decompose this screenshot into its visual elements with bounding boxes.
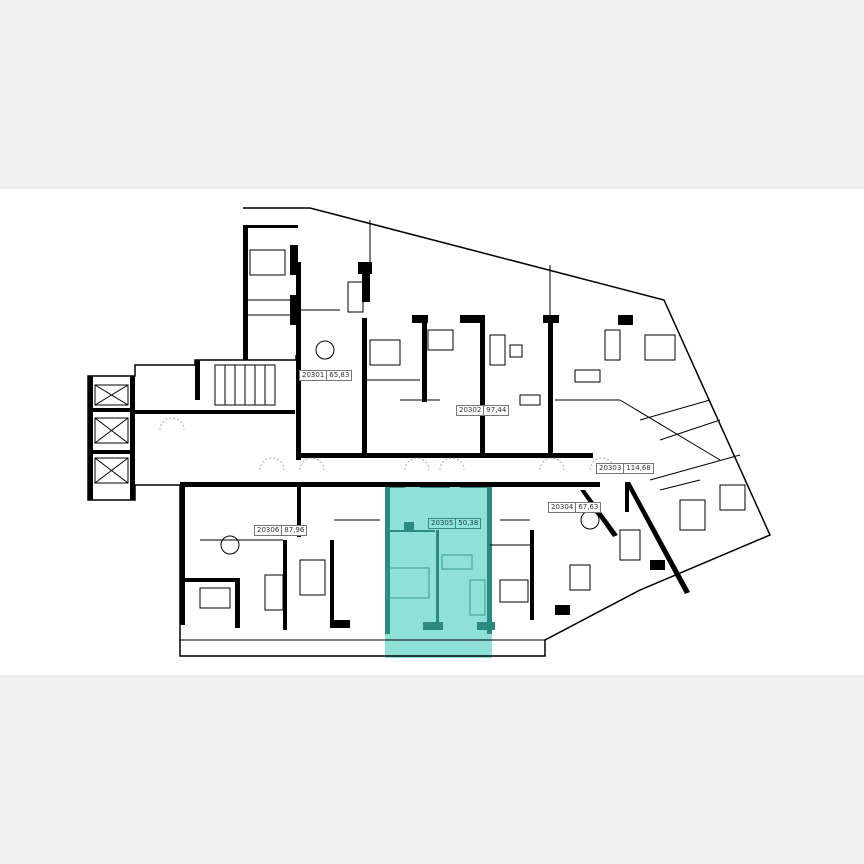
unit-label-20302[interactable]: 20302 97,44	[456, 405, 510, 416]
unit-number: 20303	[597, 464, 625, 473]
unit-label-20301[interactable]: 20301 65,83	[299, 370, 353, 381]
unit-20305-highlight[interactable]	[385, 484, 495, 658]
unit-area: 65,83	[329, 371, 350, 379]
unit-area: 97,44	[486, 406, 507, 414]
unit-label-20303[interactable]: 20303 114,68	[596, 463, 654, 474]
unit-area: 114,68	[626, 464, 651, 472]
unit-number: 20306	[255, 526, 283, 535]
unit-number: 20302	[457, 406, 485, 415]
unit-number: 20305	[429, 519, 457, 528]
unit-label-20305[interactable]: 20305 50,38	[428, 518, 482, 529]
unit-number: 20301	[300, 371, 328, 380]
unit-label-20304[interactable]: 20304 67,63	[548, 502, 602, 513]
unit-label-20306[interactable]: 20306 87,96	[254, 525, 308, 536]
unit-number: 20304	[549, 503, 577, 512]
unit-area: 87,96	[284, 526, 305, 534]
unit-area: 50,38	[458, 519, 479, 527]
unit-area: 67,63	[578, 503, 599, 511]
